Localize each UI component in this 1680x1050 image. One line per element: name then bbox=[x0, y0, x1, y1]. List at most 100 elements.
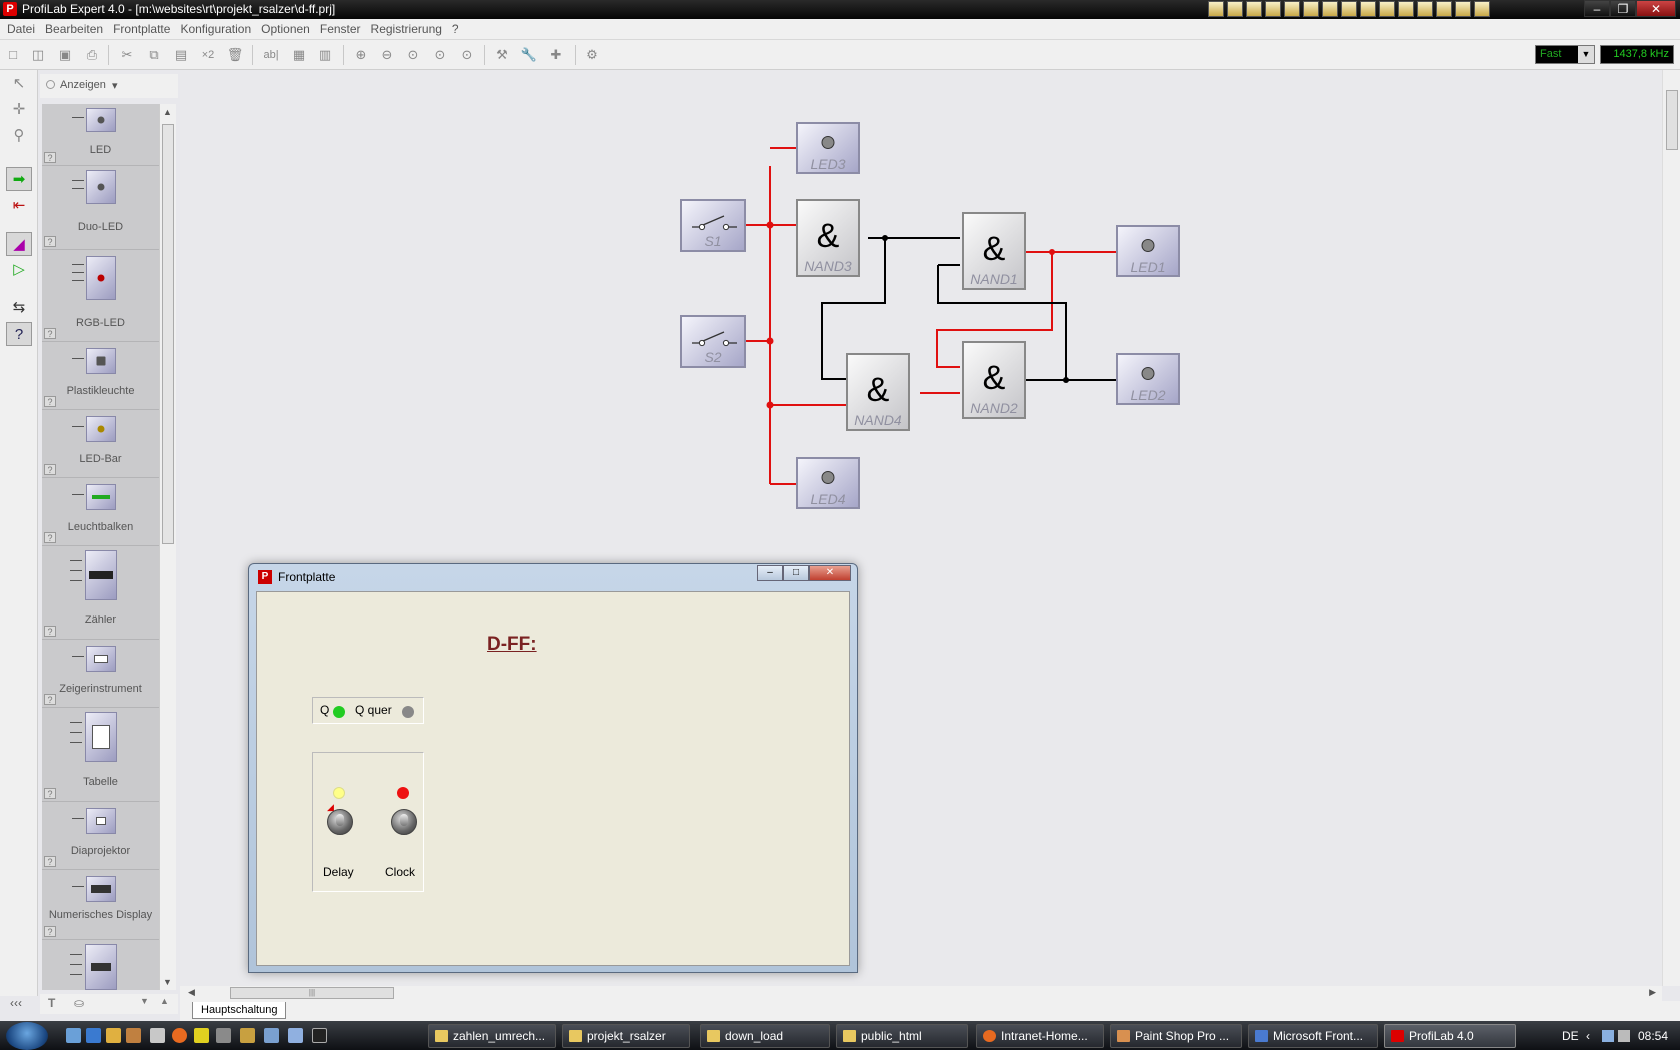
help-icon[interactable]: ? bbox=[44, 694, 56, 705]
scroll-right-icon[interactable]: ▶ bbox=[1649, 987, 1656, 997]
show-desktop-icon[interactable] bbox=[66, 1028, 81, 1043]
input-pin-icon[interactable]: ▷ bbox=[13, 261, 25, 278]
new-file-icon[interactable]: □ bbox=[9, 47, 17, 62]
nand3-gate[interactable]: & NAND3 bbox=[796, 199, 860, 277]
word-icon[interactable] bbox=[1379, 1, 1395, 17]
led3-component[interactable]: LED3 bbox=[796, 122, 860, 174]
help-icon[interactable]: ? bbox=[44, 464, 56, 475]
library-item-duo-led[interactable]: Duo-LED ? bbox=[42, 166, 159, 250]
app-icon[interactable]: P bbox=[258, 570, 272, 584]
task-paint-shop-pro[interactable]: Paint Shop Pro ... bbox=[1110, 1024, 1242, 1048]
speed-select[interactable]: Fast ▼ bbox=[1535, 45, 1595, 64]
quick-icon[interactable] bbox=[1284, 1, 1300, 17]
quicklaunch-icon[interactable] bbox=[86, 1028, 101, 1043]
task-profilab[interactable]: ProfiLab 4.0 bbox=[1384, 1024, 1516, 1048]
menu-frontplatte[interactable]: Frontplatte bbox=[113, 22, 171, 36]
save-icon[interactable]: ▣ bbox=[58, 47, 72, 62]
network-icon[interactable] bbox=[1602, 1030, 1614, 1042]
binoculars-icon[interactable]: ⛀ bbox=[74, 996, 85, 1010]
wire-node-icon[interactable]: ✛ bbox=[12, 101, 26, 118]
library-item-zeigerinstrument[interactable]: Zeigerinstrument ? bbox=[42, 640, 159, 708]
excel-icon[interactable] bbox=[1398, 1, 1414, 17]
print-icon[interactable]: ⎙ bbox=[86, 47, 98, 62]
quick-icon[interactable] bbox=[1246, 1, 1262, 17]
quicklaunch-icon[interactable] bbox=[126, 1028, 141, 1043]
task-intranet-home[interactable]: Intranet-Home... bbox=[976, 1024, 1104, 1048]
help-icon[interactable]: ? bbox=[44, 626, 56, 637]
help-icon[interactable]: ? bbox=[44, 788, 56, 799]
close-button[interactable]: ✕ bbox=[1636, 0, 1676, 17]
context-help-icon[interactable]: ? bbox=[6, 322, 32, 346]
quicklaunch-icon[interactable] bbox=[240, 1028, 255, 1043]
library-item-text-display[interactable] bbox=[42, 940, 159, 990]
quicklaunch-icon[interactable] bbox=[150, 1028, 165, 1043]
open-folder-icon[interactable]: ◫ bbox=[31, 47, 45, 62]
close-button[interactable]: ✕ bbox=[809, 565, 851, 581]
text-tool-icon[interactable]: ab| bbox=[263, 49, 279, 61]
minimize-button[interactable]: – bbox=[1584, 0, 1610, 17]
quick-icon[interactable] bbox=[1208, 1, 1224, 17]
help-icon[interactable]: ? bbox=[44, 856, 56, 867]
nand2-gate[interactable]: & NAND2 bbox=[962, 341, 1026, 419]
quick-icon[interactable] bbox=[1417, 1, 1433, 17]
chevron-down-icon[interactable]: ▾ bbox=[112, 80, 118, 92]
led1-component[interactable]: LED1 bbox=[1116, 225, 1180, 277]
chevron-down-icon[interactable]: ▼ bbox=[1578, 46, 1594, 63]
help-icon[interactable]: ? bbox=[44, 396, 56, 407]
quick-icon[interactable] bbox=[1303, 1, 1319, 17]
task-microsoft-frontpage[interactable]: Microsoft Front... bbox=[1248, 1024, 1378, 1048]
library-item-rgb-led[interactable]: RGB-LED ? bbox=[42, 250, 159, 342]
menu-konfiguration[interactable]: Konfiguration bbox=[180, 22, 252, 36]
text-tool-icon[interactable]: T bbox=[48, 996, 56, 1010]
quick-icon[interactable] bbox=[1436, 1, 1452, 17]
language-indicator[interactable]: DE bbox=[1562, 1029, 1579, 1043]
task-down-load[interactable]: down_load bbox=[700, 1024, 830, 1048]
move-up-icon[interactable]: ▲ bbox=[160, 996, 169, 1006]
clock-toggle-switch[interactable] bbox=[391, 809, 417, 835]
library-item-plastikleuchte[interactable]: Plastikleuchte ? bbox=[42, 342, 159, 410]
zoom-out-icon[interactable]: ⊖ bbox=[381, 47, 393, 62]
quicklaunch-icon[interactable] bbox=[264, 1028, 279, 1043]
scroll-up-icon[interactable]: ▲ bbox=[163, 107, 172, 117]
quicklaunch-icon[interactable] bbox=[216, 1028, 231, 1043]
view-dropdown[interactable]: Anzeigen bbox=[60, 79, 106, 91]
scroll-left-icon[interactable]: ◀ bbox=[188, 987, 195, 997]
menu-datei[interactable]: Datei bbox=[7, 22, 36, 36]
task-projekt-rsalzer[interactable]: projekt_rsalzer bbox=[562, 1024, 690, 1048]
wrench-icon[interactable]: 🔧 bbox=[520, 47, 538, 62]
library-item-leuchtbalken[interactable]: Leuchtbalken ? bbox=[42, 478, 159, 546]
nand4-gate[interactable]: & NAND4 bbox=[846, 353, 910, 431]
copy-icon[interactable]: ⧉ bbox=[149, 47, 159, 62]
library-item-numerisches-display[interactable]: Numerisches Display ? bbox=[42, 870, 159, 940]
maximize-button[interactable]: □ bbox=[783, 565, 809, 581]
quicklaunch-icon[interactable] bbox=[194, 1028, 209, 1043]
quick-icon[interactable] bbox=[1360, 1, 1376, 17]
quicklaunch-icon[interactable] bbox=[106, 1028, 121, 1043]
probe-icon[interactable]: ✚ bbox=[550, 47, 562, 62]
vertical-scroll-thumb[interactable] bbox=[1666, 90, 1678, 150]
zoom-in-icon[interactable]: ⊕ bbox=[355, 47, 367, 62]
console-icon[interactable] bbox=[312, 1028, 327, 1043]
help-icon[interactable]: ? bbox=[44, 926, 56, 937]
stop-arrow-icon[interactable]: ⇤ bbox=[12, 197, 26, 214]
help-icon[interactable]: ? bbox=[44, 236, 56, 247]
magnifier-icon[interactable]: ⚲ bbox=[13, 127, 25, 144]
canvas-vertical-scrollbar[interactable] bbox=[1662, 70, 1680, 986]
led2-component[interactable]: LED2 bbox=[1116, 353, 1180, 405]
menu-help[interactable]: ? bbox=[451, 22, 459, 36]
mail-icon[interactable] bbox=[1265, 1, 1281, 17]
menu-optionen[interactable]: Optionen bbox=[261, 22, 310, 36]
start-button[interactable] bbox=[6, 1022, 48, 1050]
collapse-panel-icon[interactable]: ‹‹‹ bbox=[10, 996, 22, 1010]
quick-icon[interactable] bbox=[1455, 1, 1471, 17]
chevron-left-icon[interactable]: ‹ bbox=[1586, 1029, 1590, 1043]
delete-icon[interactable]: 🗑 bbox=[226, 47, 244, 62]
delay-toggle-switch[interactable] bbox=[327, 809, 353, 835]
hammer-icon[interactable]: ⚒ bbox=[496, 47, 508, 62]
library-item-led[interactable]: LED ? bbox=[42, 104, 159, 166]
pointer-icon[interactable]: ↖ bbox=[12, 75, 26, 92]
library-item-zaehler[interactable]: Zähler ? bbox=[42, 546, 159, 640]
library-scrollbar[interactable]: ▲ ▼ bbox=[159, 104, 176, 990]
table-icon[interactable]: ▥ bbox=[318, 47, 332, 62]
library-scroll-thumb[interactable] bbox=[162, 124, 174, 544]
